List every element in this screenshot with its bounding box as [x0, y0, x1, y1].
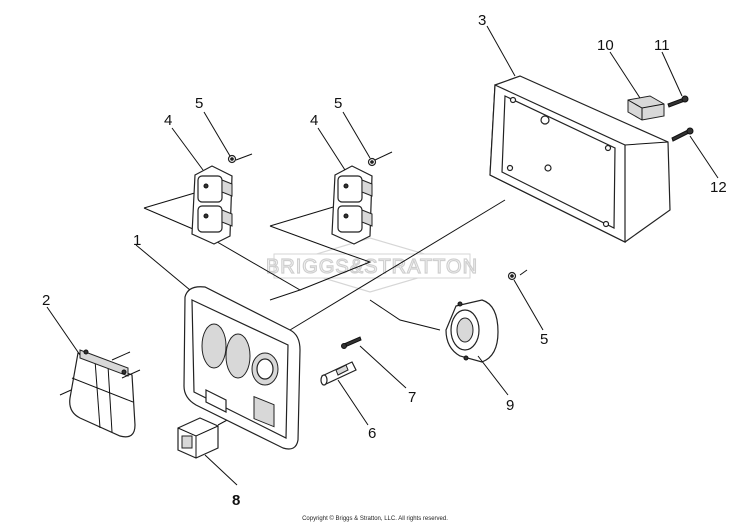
callout-1: 1 — [133, 232, 141, 249]
control-panel-faceplate — [183, 286, 301, 450]
callout-11: 11 — [654, 37, 670, 54]
outlet-cover — [69, 349, 141, 438]
callout-4-right: 4 — [310, 112, 318, 129]
callout-5-middle: 5 — [334, 95, 342, 112]
callout-4-left: 4 — [164, 112, 172, 129]
brand-watermark: BRIGGS&STRATTON — [265, 237, 478, 293]
twist-lock-receptacle — [445, 299, 499, 363]
callout-6: 6 — [368, 425, 376, 442]
screw-11 — [667, 95, 689, 108]
duplex-receptacle-left — [191, 165, 233, 245]
callout-5-right: 5 — [540, 331, 548, 348]
nut-5-left — [227, 154, 237, 164]
callout-3: 3 — [478, 12, 486, 29]
nut-5-middle — [367, 157, 377, 167]
outlet-module — [177, 417, 219, 459]
watermark-text: BRIGGS&STRATTON — [266, 256, 478, 278]
nut-5-right — [507, 271, 517, 281]
duplex-receptacle-right — [331, 165, 373, 245]
callout-2: 2 — [42, 292, 50, 309]
back-housing — [489, 75, 671, 243]
circuit-breaker — [627, 95, 665, 121]
callout-10: 10 — [597, 37, 614, 54]
callout-9: 9 — [506, 397, 514, 414]
screw-7 — [341, 336, 362, 349]
callout-12: 12 — [710, 179, 727, 196]
callout-7: 7 — [408, 389, 416, 406]
callout-numbers: 1 2 3 4 4 5 5 5 6 7 8 9 10 11 12 — [42, 12, 727, 509]
screw-12 — [671, 127, 694, 142]
copyright-notice: Copyright © Briggs & Stratton, LLC. All … — [302, 516, 448, 522]
callout-leaders — [46, 25, 719, 486]
fuse-holder — [320, 361, 357, 386]
callout-8: 8 — [232, 492, 240, 509]
callout-5-left: 5 — [195, 95, 203, 112]
